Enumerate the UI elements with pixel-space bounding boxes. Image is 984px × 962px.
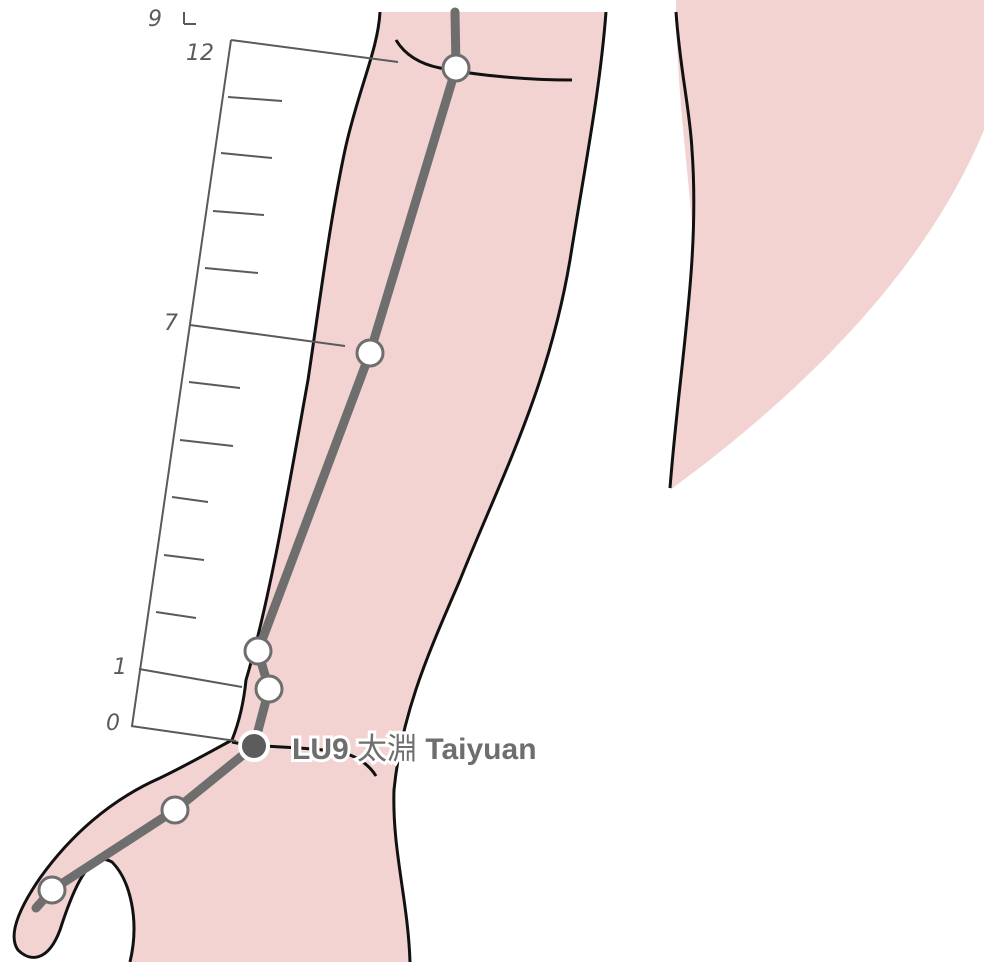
scale-label-7: 7 <box>164 311 178 336</box>
torso-shape <box>670 0 984 490</box>
acupoint-marker[interactable] <box>357 340 383 366</box>
scale-label-12: 12 <box>186 41 214 66</box>
acupoint-marker[interactable] <box>39 877 65 903</box>
acupoint-marker[interactable] <box>256 676 282 702</box>
scale-label-0: 0 <box>106 711 120 736</box>
arm-shape <box>14 12 606 962</box>
acupoint-label: LU9 太淵 Taiyuan <box>292 732 537 767</box>
acupoint-lu9-marker[interactable] <box>240 732 268 760</box>
acupoint-marker[interactable] <box>245 638 271 664</box>
scale-label-1: 1 <box>113 655 127 680</box>
acupoint-chinese-name: 太淵 <box>357 732 417 767</box>
scale-label-9: 9 <box>148 7 162 32</box>
acupoint-pinyin-name: Taiyuan <box>425 733 536 766</box>
acupoint-code: LU9 <box>292 733 349 766</box>
acupoint-marker[interactable] <box>443 55 469 81</box>
acupoint-marker[interactable] <box>162 797 188 823</box>
